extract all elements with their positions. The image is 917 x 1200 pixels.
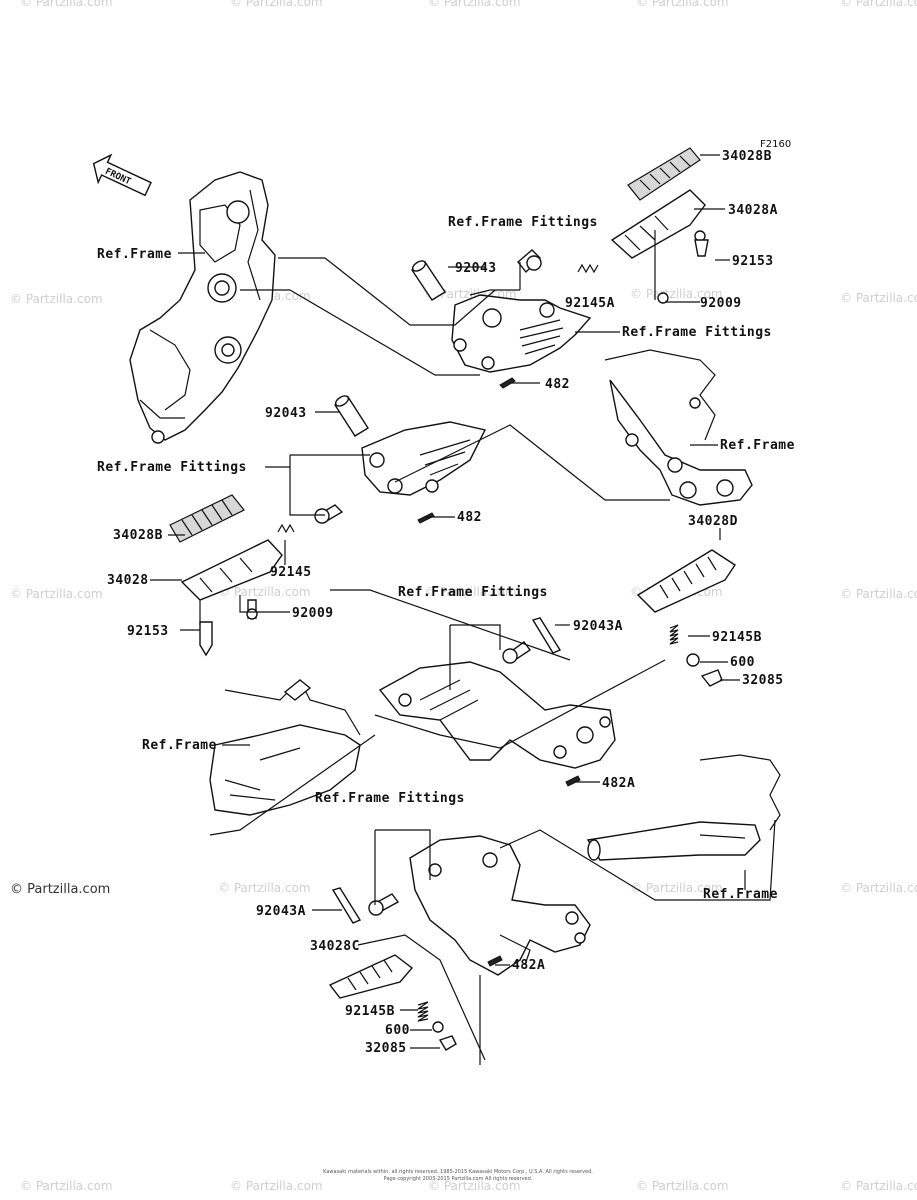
watermark: © Partzilla.com bbox=[428, 0, 521, 9]
callout-482-middle: 482 bbox=[457, 510, 482, 525]
watermark: © Partzilla.com bbox=[840, 587, 917, 601]
frame-part-right-upper bbox=[604, 349, 753, 506]
callout-ref-frame-fittings-right: Ref.Frame Fittings bbox=[622, 325, 772, 340]
callout-34028B-upper: 34028B bbox=[722, 149, 772, 164]
watermark: © Partzilla.com bbox=[630, 881, 723, 895]
callout-92043-upper: 92043 bbox=[455, 261, 497, 276]
spring-92145B-bottom bbox=[417, 1001, 429, 1022]
callout-92009-middle: 92009 bbox=[292, 606, 334, 621]
watermark: © Partzilla.com bbox=[218, 585, 311, 599]
figure-code: F2160 bbox=[760, 139, 791, 150]
watermark: © Partzilla.com bbox=[10, 882, 110, 897]
callout-labels: 34028B 34028A Ref.Frame Fittings 92153 R… bbox=[97, 149, 795, 1056]
watermark: © Partzilla.com bbox=[10, 587, 103, 601]
callout-482A-bottom: 482A bbox=[512, 958, 545, 973]
cotter-pin-482A-bottom bbox=[487, 955, 503, 967]
callout-92145B-bottom: 92145B bbox=[345, 1004, 395, 1019]
frame-part-lower-left bbox=[209, 678, 361, 816]
leader-lines bbox=[150, 154, 776, 1065]
ball-600-bottom bbox=[432, 1021, 444, 1033]
bolt-upper-fittings bbox=[517, 249, 542, 274]
callout-600-right: 600 bbox=[730, 655, 755, 670]
bolt-middle-fittings bbox=[314, 504, 344, 524]
watermark: © Partzilla.com bbox=[424, 585, 517, 599]
callout-ref-frame-lower-left: Ref.Frame bbox=[142, 738, 217, 753]
cotter-pin-482-upper bbox=[499, 377, 516, 389]
footer-line-1: Kawasaki materials within, all rights re… bbox=[323, 1169, 593, 1175]
bolt-bottom-fittings bbox=[368, 893, 400, 916]
footpeg-middle-left bbox=[169, 494, 283, 601]
pin-92043-middle bbox=[334, 395, 369, 437]
ball-600-right bbox=[686, 653, 700, 667]
watermark: © Partzilla.com bbox=[840, 291, 917, 305]
watermark: © Partzilla.com bbox=[636, 1179, 729, 1193]
clip-32085-right bbox=[700, 669, 723, 687]
watermark: © Partzilla.com bbox=[840, 1179, 917, 1193]
callout-600-bottom: 600 bbox=[385, 1023, 410, 1038]
bolt-92009-middle bbox=[246, 599, 258, 620]
frame-part-lower-right bbox=[586, 754, 781, 861]
footrest-bracket-middle-left bbox=[361, 421, 487, 496]
watermark: © Partzilla.com bbox=[10, 292, 103, 306]
callout-ref-frame-fittings-middle: Ref.Frame Fittings bbox=[97, 460, 247, 475]
footrest-bracket-bottom bbox=[409, 835, 591, 976]
callout-ref-frame-upper-left: Ref.Frame bbox=[97, 247, 172, 262]
callout-ref-frame-lower-right: Ref.Frame bbox=[703, 887, 778, 902]
frame-part-upper-left bbox=[129, 171, 276, 444]
callout-482-upper: 482 bbox=[545, 377, 570, 392]
footrest-bracket-lower-main bbox=[378, 661, 616, 769]
callout-92145: 92145 bbox=[270, 565, 312, 580]
callout-ref-frame-fittings-upper: Ref.Frame Fittings bbox=[448, 215, 598, 230]
pin-92043A-right bbox=[531, 617, 562, 654]
cotter-pin-482A-right bbox=[565, 775, 581, 787]
callout-92145B-right: 92145B bbox=[712, 630, 762, 645]
callout-92043A-right: 92043A bbox=[573, 619, 623, 634]
callout-92153-upper: 92153 bbox=[732, 254, 774, 269]
watermark: © Partzilla.com bbox=[20, 0, 113, 9]
footrest-bracket-upper-right bbox=[451, 294, 592, 373]
callout-92145A: 92145A bbox=[565, 296, 615, 311]
watermark: © Partzilla.com bbox=[230, 0, 323, 9]
callout-92043A-bottom: 92043A bbox=[256, 904, 306, 919]
callout-32085-bottom: 32085 bbox=[365, 1041, 407, 1056]
cotter-pin-482-middle bbox=[417, 512, 435, 524]
spring-92145 bbox=[277, 523, 295, 534]
watermark: © Partzilla.com bbox=[218, 881, 311, 895]
watermark: © Partzilla.com bbox=[636, 0, 729, 9]
footer-line-2: Page copyright 2003-2015 Partzilla.com A… bbox=[384, 1176, 533, 1182]
watermark: © Partzilla.com bbox=[20, 1179, 113, 1193]
callout-34028C: 34028C bbox=[310, 939, 360, 954]
callout-92009-upper: 92009 bbox=[700, 296, 742, 311]
callout-92153-middle: 92153 bbox=[127, 624, 169, 639]
footpeg-34028C bbox=[328, 954, 414, 999]
watermark: © Partzilla.com bbox=[630, 287, 723, 301]
callout-92043-middle: 92043 bbox=[265, 406, 307, 421]
watermark: © Partzilla.com bbox=[230, 1179, 323, 1193]
callout-34028D: 34028D bbox=[688, 514, 738, 529]
callout-32085-right: 32085 bbox=[742, 673, 784, 688]
callout-482A-right: 482A bbox=[602, 776, 635, 791]
callout-34028A: 34028A bbox=[728, 203, 778, 218]
callout-34028B-middle: 34028B bbox=[113, 528, 163, 543]
front-arrow-icon: FRONT bbox=[92, 153, 152, 197]
callout-ref-frame-fittings-bottom: Ref.Frame Fittings bbox=[315, 791, 465, 806]
bolt-lower-fittings bbox=[502, 641, 532, 664]
clip-32085-bottom bbox=[438, 1035, 457, 1051]
footpeg-upper-right bbox=[610, 147, 709, 304]
pin-92043A-bottom bbox=[331, 887, 362, 924]
footpeg-34028D bbox=[636, 549, 736, 613]
callout-34028: 34028 bbox=[107, 573, 149, 588]
watermark: © Partzilla.com bbox=[428, 1179, 521, 1193]
watermark: © Partzilla.com bbox=[840, 881, 917, 895]
spring-92145A bbox=[577, 263, 599, 274]
bolt-92153-middle bbox=[199, 621, 213, 657]
pin-92043-upper bbox=[411, 260, 446, 301]
footer-copyright: Kawasaki materials within, all rights re… bbox=[323, 1169, 593, 1182]
callout-ref-frame-fittings-lower: Ref.Frame Fittings bbox=[398, 585, 548, 600]
spring-92145B-right bbox=[669, 624, 679, 645]
watermark: © Partzilla.com bbox=[840, 0, 917, 9]
callout-ref-frame-right: Ref.Frame bbox=[720, 438, 795, 453]
